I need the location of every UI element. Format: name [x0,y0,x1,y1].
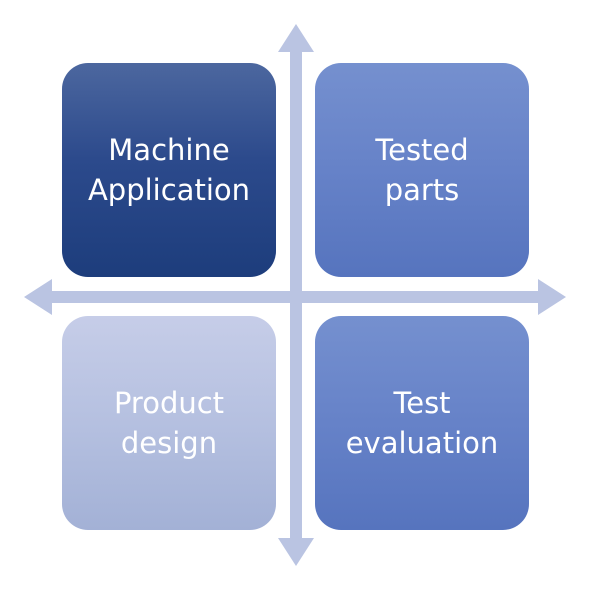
quadrant-label: Product design [113,386,225,460]
vertical-axis-arrow [278,24,314,566]
quadrant-tested-parts: Tested parts [315,63,529,277]
quadrant-machine-application: Machine Application [62,63,276,277]
quadrant-label: Tested parts [375,133,469,207]
quadrant-product-design: Product design [62,316,276,530]
quadrant-test-evaluation: Test evaluation [315,316,529,530]
quadrant-label: Test evaluation [345,386,499,460]
quadrant-label: Machine Application [87,133,251,207]
